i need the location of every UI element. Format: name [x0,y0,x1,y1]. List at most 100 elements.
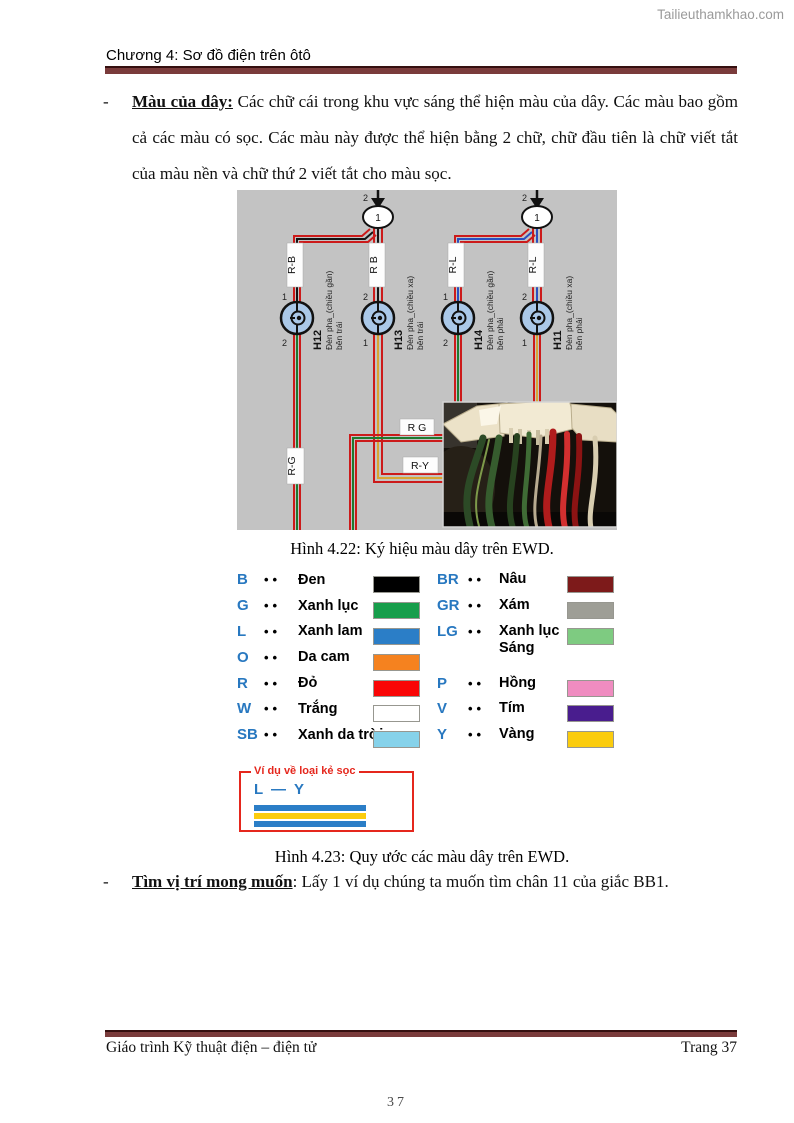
stripe-bar [254,805,366,811]
color-name: Đen [298,571,326,588]
footer-book-title: Giáo trình Kỹ thuật điện – điện tử [106,1039,317,1056]
legend-dots: •• [468,727,486,743]
lamp-id: H11 [552,330,564,350]
lamp-id: H13 [393,330,405,350]
wire-ry-outer [373,334,443,483]
figure1-caption: Hình 4.22: Ký hiệu màu dây trên EWD. [290,539,554,558]
color-code: LG [437,622,458,640]
color-name: Hồng [499,674,537,691]
legend-row: R •• Đỏ P •• Hồng [237,670,627,697]
wire-label-rg-vertical: R-G [286,447,305,485]
color-swatch [373,576,420,594]
arrow-down-icon [530,198,544,209]
paragraph-find-position: Tìm vị trí mong muốn: Lấy 1 ví dụ chúng … [132,864,738,900]
lamp-side: bên phải [574,317,584,350]
legend-dots: •• [468,572,486,588]
legend-dots: •• [264,623,282,639]
color-swatch [373,679,420,697]
footer-rule [105,1030,737,1037]
lamp-H14: 1 2 H14 Đèn pha_(chiều gần) bên phải [440,270,505,350]
color-code: W [237,700,252,718]
wire-label-rg-horizontal: R G [399,418,435,436]
legend-dots: •• [468,675,486,691]
pin-bottom: 1 [363,338,368,348]
chapter-header: Chương 4: Sơ đồ điện trên ôtô [106,47,311,64]
wire-ry-inner [381,334,443,475]
stripe-example-code: L — Y [254,781,306,798]
bullet-dash: - [103,92,109,111]
figure2-caption: Hình 4.23: Quy ước các màu dây trên EWD. [274,847,570,866]
stripe-bar [254,813,366,819]
color-code: SB [237,726,258,744]
legend-dots: •• [468,701,486,717]
color-name: Đỏ [298,675,318,692]
pin-bottom: 1 [522,338,527,348]
color-name: Nâu [499,571,527,588]
legend-dots: •• [264,701,282,717]
legend-dots: •• [264,649,282,665]
page-footer: Giáo trình Kỹ thuật điện – điện tử Trang… [106,1039,737,1057]
paragraph-wire-color: Màu của dây: Các chữ cái trong khu vực s… [132,84,738,192]
wire-ry-stripe [377,334,443,479]
lamp-desc: Đèn pha_(chiều gần) [485,270,495,350]
color-swatch [567,731,614,749]
color-name: Xanh lam [298,623,363,640]
color-code: GR [437,597,460,615]
legend-row: B •• Đen BR •• Nâu [237,567,627,594]
wire-label-text: R G [408,422,427,434]
color-name: Xám [499,597,530,614]
lamp-side: bên phải [495,317,505,350]
pin-top: 1 [443,292,448,302]
color-name: Tím [499,700,525,717]
color-code: G [237,597,249,615]
connector-oval-label: 1 [375,213,381,224]
paragraph-lead: Tìm vị trí mong muốn [132,872,293,891]
pin-bottom: 2 [443,338,448,348]
color-code: L [237,622,247,640]
arrow-down-icon [371,198,385,209]
lamp-H12: 1 2 H12 Đèn pha_(chiều gần) bên trái [279,270,344,350]
connector-right: 2 1 [521,190,553,229]
wire-label-text: R-L [527,256,539,273]
lamp-desc: Đèn pha_(chiều gần) [324,270,334,350]
paragraph-body: Các chữ cái trong khu vực sáng thể hiện … [132,92,738,183]
wiring-diagram: 2 1 2 1 1 2 H12 Đèn pha_(chiều gần) bên … [237,190,617,530]
connector-pin-label: 2 [522,193,527,203]
wire-label-rl-main: R-L [527,242,545,288]
color-name: Trắng [298,700,338,717]
legend-dots: •• [264,727,282,743]
lamp-id: H12 [312,330,324,350]
lamp-side: bên trái [415,322,425,350]
pin-top: 2 [522,292,527,302]
color-code: BR [437,571,459,589]
lamp-desc: Đèn pha_(chiều xa) [564,276,574,350]
wire-label-text: R-G [286,456,298,475]
color-swatch [373,731,420,749]
legend-dots: •• [264,675,282,691]
pin-top: 2 [363,292,368,302]
legend-row: L •• Xanh lam LG •• Xanh lục Sáng [237,619,627,656]
stripe-bar [254,821,366,827]
color-swatch [567,627,614,645]
legend-dots: •• [468,598,486,614]
legend-dots: •• [264,598,282,614]
footer-page-label: Trang 37 [681,1039,737,1056]
legend-row: G •• Xanh lục GR •• Xám [237,593,627,620]
lamp-id: H14 [473,329,485,350]
paragraph-lead: Màu của dây: [132,92,233,111]
color-code: R [237,674,248,692]
lamp-desc: Đèn pha_(chiều xa) [405,276,415,350]
bullet-dash: - [103,872,109,891]
stripe-example-title: Ví dụ về loại kẻ sọc [251,765,359,777]
color-name: Da cam [298,649,350,666]
color-swatch [373,705,420,723]
color-swatch [567,576,614,594]
color-legend: B •• Đen BR •• Nâu G •• Xanh lục GR •• X… [237,567,627,749]
color-swatch [567,705,614,723]
lamp-H13: 2 1 H13 Đèn pha_(chiều xa) bên trái [360,276,425,350]
legend-row: SB •• Xanh da trời Y •• Vàng [237,722,627,749]
stripe-example-box: Ví dụ về loại kẻ sọc L — Y [239,765,414,832]
paragraph-body: : Lấy 1 ví dụ chúng ta muốn tìm chân 11 … [292,872,669,891]
wire-label-text: R B [368,256,380,274]
